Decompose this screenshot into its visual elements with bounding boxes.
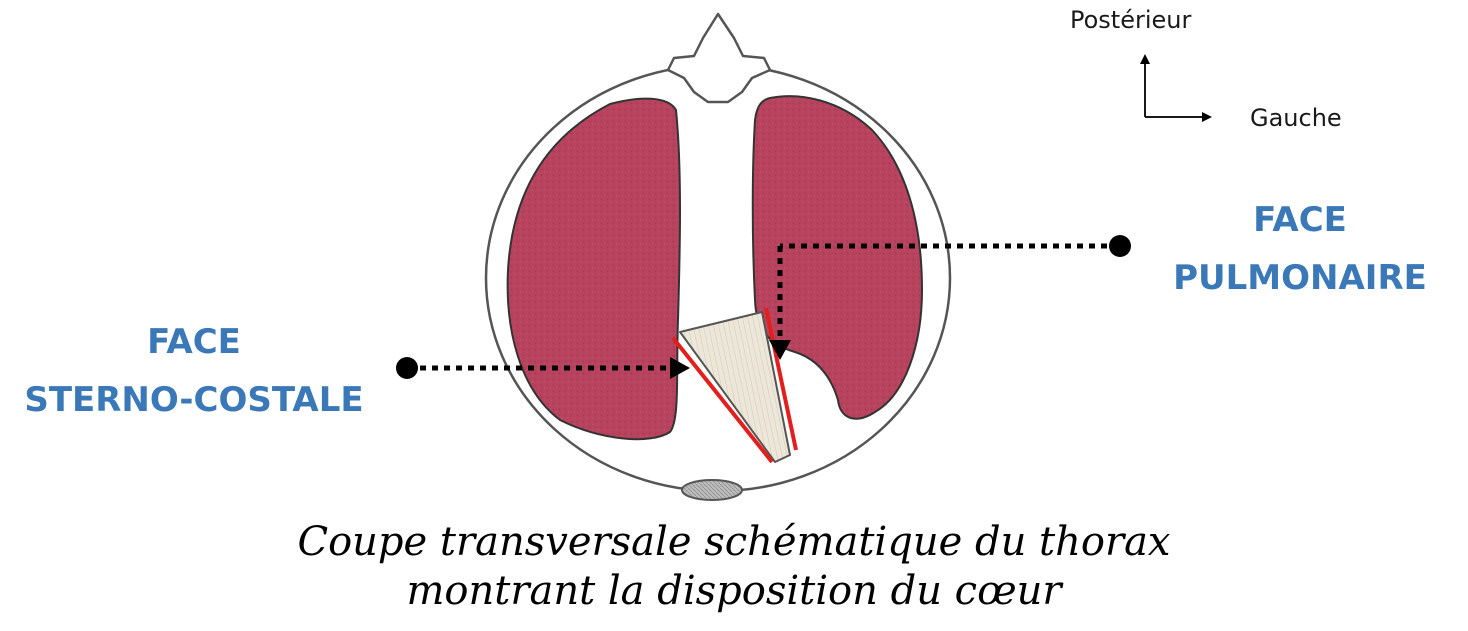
sternum	[682, 480, 742, 500]
pulmonary-label-line1: FACE	[1150, 191, 1450, 249]
sterno-costal-face-label: FACE STERNO-COSTALE	[4, 313, 384, 429]
sterno-costal-label-line1: FACE	[4, 313, 384, 371]
orientation-posterior-label: Postérieur	[1070, 6, 1191, 34]
caption-line1: Coupe transversale schématique du thorax	[0, 518, 1468, 567]
pointer-dot	[1109, 235, 1131, 257]
sterno-costal-label-line2: STERNO-COSTALE	[4, 371, 384, 429]
orientation-axes	[1145, 56, 1210, 117]
figure-caption: Coupe transversale schématique du thorax…	[0, 518, 1468, 616]
pointer-dot	[396, 357, 418, 379]
pulmonary-face-label: FACE PULMONAIRE	[1150, 191, 1450, 307]
caption-line2: montrant la disposition du cœur	[0, 567, 1468, 616]
pulmonary-label-line2: PULMONAIRE	[1150, 249, 1450, 307]
orientation-left-label: Gauche	[1250, 104, 1342, 132]
